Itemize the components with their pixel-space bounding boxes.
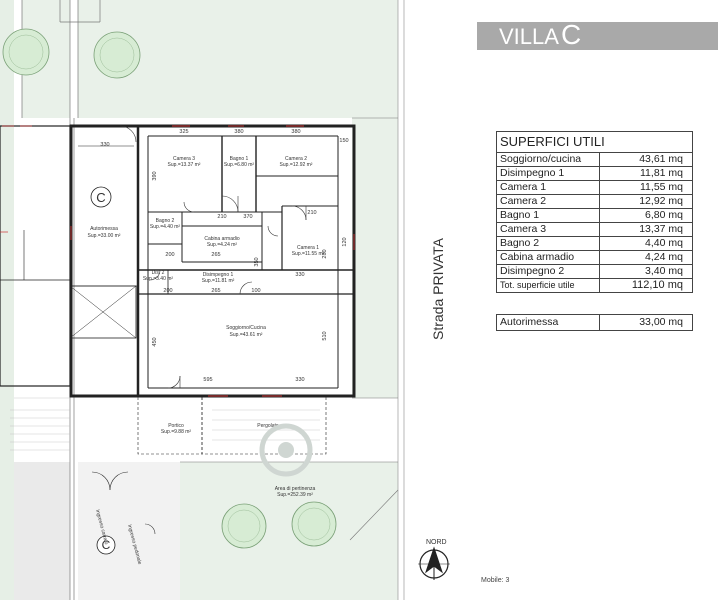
row-label: Camera 1 (496, 180, 600, 195)
tree-icon (2, 28, 337, 549)
row-label: Cabina armadio (496, 250, 600, 265)
total-label: Tot. superficie utile (496, 278, 600, 293)
room-area-pertinenza-area: Sup.=252.39 m² (277, 492, 313, 498)
dim-label: 450 (152, 337, 158, 346)
dim-label: 380 (234, 129, 243, 135)
north-arrow-icon (418, 546, 450, 580)
room-pergolato-name: Pergolato (257, 423, 279, 429)
villa-title-banner: VILLA C (477, 19, 718, 50)
dim-label: 380 (291, 129, 300, 135)
row-value: 4,24 mq (599, 250, 693, 265)
unit-marker-icon (90, 186, 116, 555)
room-area-pertinenza-name: Area di pertinenza (275, 486, 316, 492)
dim-label: 595 (203, 377, 212, 383)
room-camera1-name: Camera 1 (297, 245, 319, 251)
dim-label: 510 (322, 331, 328, 340)
row-value: 13,37 mq (599, 222, 693, 237)
dim-label: 325 (179, 129, 188, 135)
floor-plan: NORD C C Strada PRIVATA Camera 3 Sup.=13… (0, 0, 450, 600)
row-value: 43,61 mq (599, 152, 693, 167)
room-soggiorno-name: Soggiorno/Cucina (226, 325, 266, 331)
room-cabina-name: Cabina armadio (204, 236, 240, 242)
room-bagno2-name: Bagno 2 (156, 218, 175, 224)
room-bagno1-name: Bagno 1 (230, 156, 249, 162)
room-dis2-name: Dis. 2 (152, 270, 165, 276)
row-value: 4,40 mq (599, 236, 693, 251)
row-value: 6,80 mq (599, 208, 693, 223)
dim-label: 330 (295, 377, 304, 383)
room-dis1-name: Disimpegno 1 (203, 272, 234, 278)
villa-title-prefix: VILLA (499, 24, 559, 49)
row-label: Bagno 1 (496, 208, 600, 223)
row-label: Camera 2 (496, 194, 600, 209)
row-value: 3,40 mq (599, 264, 693, 279)
villa-title-letter: C (561, 19, 582, 50)
road-label: Strada PRIVATA (430, 237, 446, 340)
room-bagno1-area: Sup.=6.80 m² (224, 162, 254, 168)
dim-label: 330 (100, 142, 109, 148)
north-label: NORD (426, 539, 447, 546)
garage-label: Autorimessa (496, 314, 600, 331)
dim-label: 210 (307, 210, 316, 216)
footer-note: Mobile: 3 (481, 577, 510, 584)
room-portico-name: Portico (168, 423, 184, 429)
surfaces-title: SUPERFICI UTILI (496, 131, 693, 153)
row-value: 11,81 mq (599, 166, 693, 181)
room-camera3-area: Sup.=13.37 m² (168, 162, 201, 168)
dim-label: 280 (322, 249, 328, 258)
room-autorimessa-name: Autorimessa (90, 226, 118, 232)
dim-label: 200 (163, 288, 172, 294)
row-label: Camera 3 (496, 222, 600, 237)
unit-letter: C (96, 190, 105, 205)
dim-label: 265 (211, 288, 220, 294)
total-value: 112,10 mq (599, 278, 693, 293)
dim-label: 350 (254, 257, 260, 266)
watermark-logo-icon (259, 423, 313, 477)
dim-label: 120 (342, 237, 348, 246)
garden-area-bottom (180, 462, 398, 600)
room-camera1-area: Sup.=11.55 m² (292, 251, 325, 257)
dim-label: 370 (243, 214, 252, 220)
room-bagno2-area: Sup.=4.40 m² (150, 224, 180, 230)
dim-label: 390 (152, 171, 158, 180)
room-camera2-name: Camera 2 (285, 156, 307, 162)
dim-label: 200 (165, 252, 174, 258)
dim-label: 330 (295, 272, 304, 278)
garage-value: 33,00 mq (599, 314, 693, 331)
dim-label: 265 (211, 252, 220, 258)
room-camera2-area: Sup.=12.92 m² (280, 162, 313, 168)
room-dis1-area: Sup.=11.81 m² (202, 278, 235, 284)
row-label: Disimpegno 1 (496, 166, 600, 181)
room-cabina-area: Sup.=4.24 m² (207, 242, 237, 248)
unit-letter-bottom: C (102, 538, 111, 552)
room-portico-area: Sup.=9.88 m² (161, 429, 191, 435)
row-label: Soggiorno/cucina (496, 152, 600, 167)
room-dis2-area: Sup.=3.40 m² (143, 276, 173, 282)
row-value: 12,92 mq (599, 194, 693, 209)
room-camera3-name: Camera 3 (173, 156, 195, 162)
dim-label: 150 (339, 138, 348, 144)
row-value: 11,55 mq (599, 180, 693, 195)
dim-label: 210 (217, 214, 226, 220)
row-label: Disimpegno 2 (496, 264, 600, 279)
dim-label: 100 (251, 288, 260, 294)
room-autorimessa-area: Sup.=33.00 m² (88, 233, 121, 239)
row-label: Bagno 2 (496, 236, 600, 251)
room-soggiorno-area: Sup.=43.61 m² (230, 332, 263, 338)
